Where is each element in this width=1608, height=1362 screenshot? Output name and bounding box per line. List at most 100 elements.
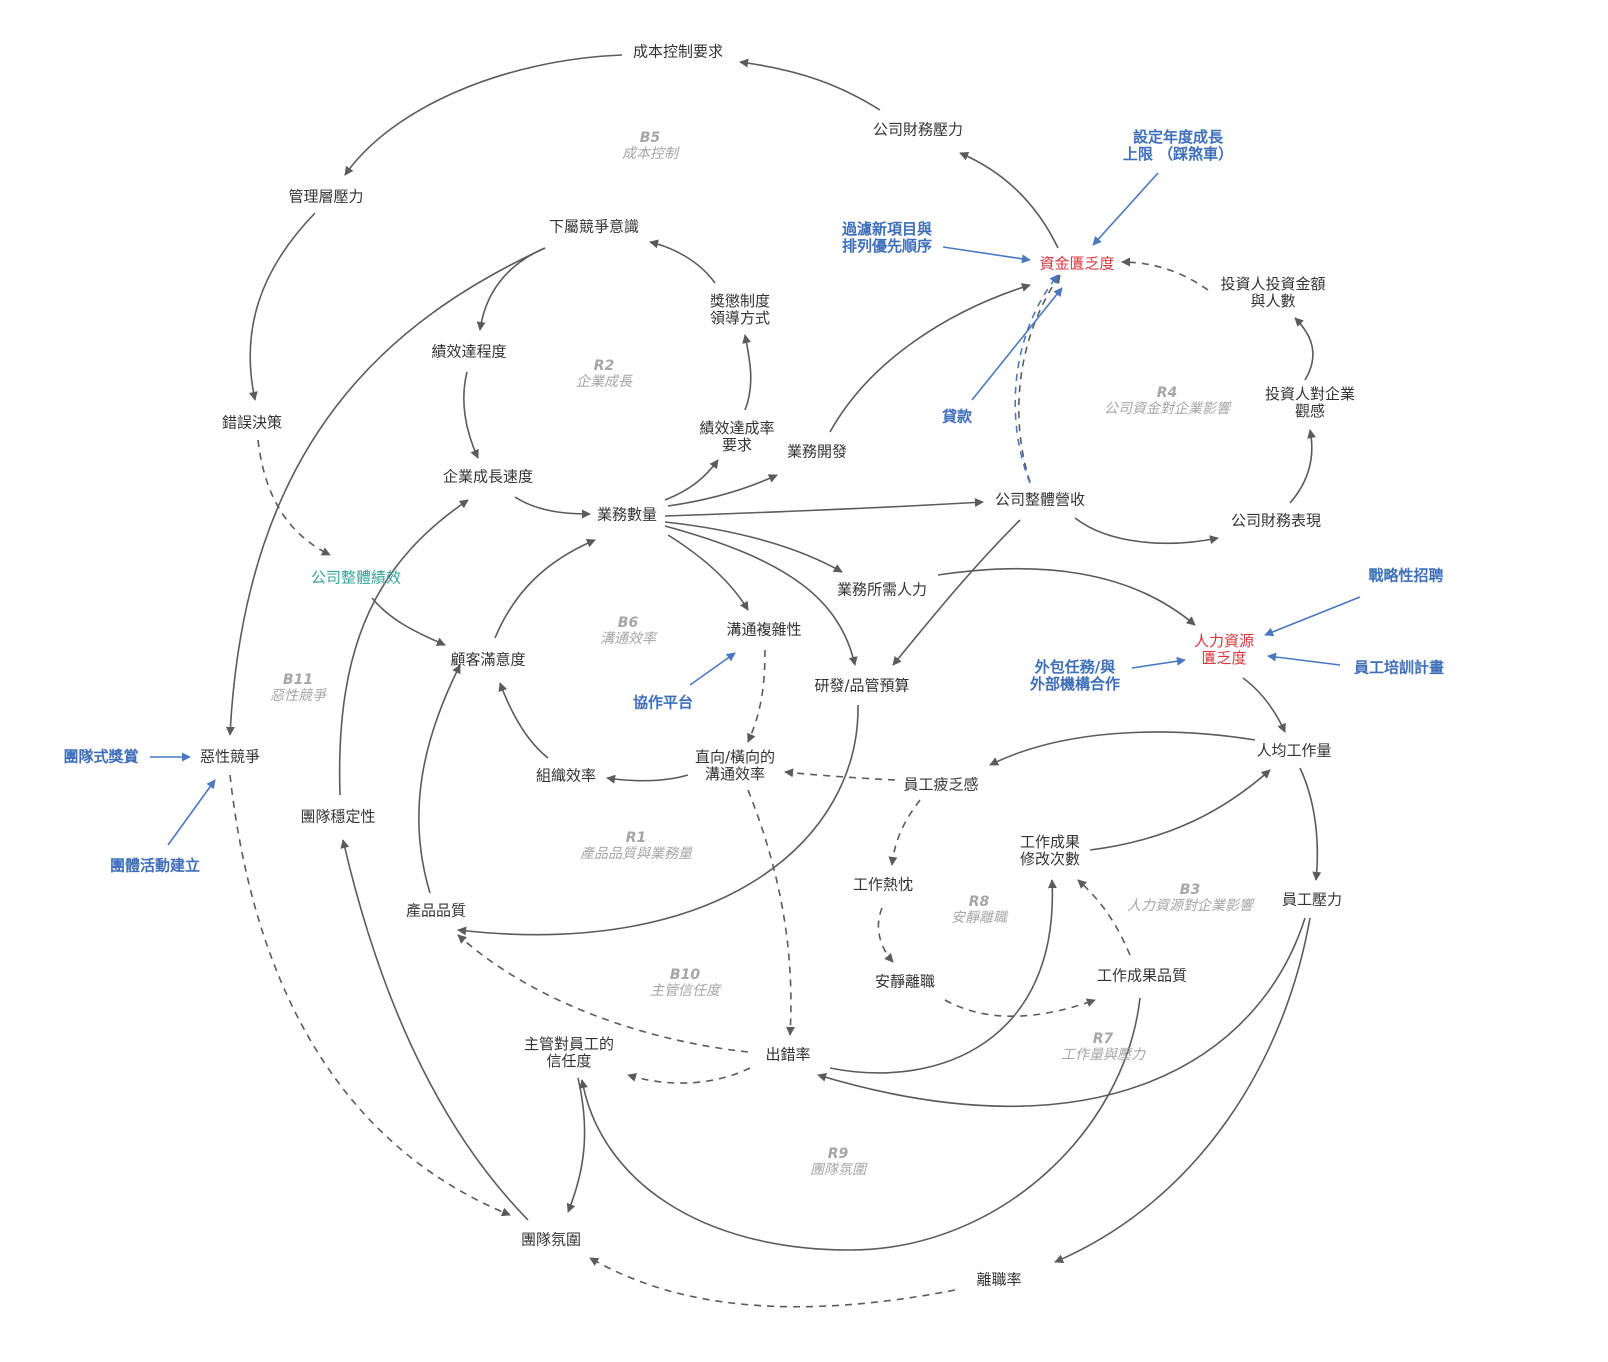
node-company-revenue: 公司整體營收 — [994, 490, 1086, 509]
node-business-development: 業務開發 — [786, 442, 848, 461]
link-volume-to-business-dev — [667, 474, 778, 507]
intervention-team-reward: 團隊式獎賞 — [63, 747, 139, 766]
intervention-loan: 貸款 — [941, 407, 973, 426]
link-stress-to-error-rate — [817, 917, 1306, 1108]
link-kpi-to-reward — [742, 334, 752, 411]
link-comm-efficiency-to-error-rate — [747, 789, 795, 1036]
node-product-quality: 產品品質 — [405, 901, 467, 920]
link-filter-projects-to-capital-shortage — [942, 246, 1031, 264]
intervention-strategic-hiring: 戰略性招聘 — [1368, 566, 1444, 585]
link-trust-to-team-atmosphere — [566, 1077, 586, 1213]
node-communication-complexity: 溝通複雜性 — [726, 620, 802, 639]
node-manager-trust: 主管對員工的信任度 — [523, 1035, 615, 1070]
link-collab-platform-to-comm-complexity — [689, 652, 736, 686]
link-stress-to-turnover — [1054, 917, 1311, 1263]
link-manpower-to-hr-shortage — [937, 567, 1196, 626]
node-employee-stress: 員工壓力 — [1281, 890, 1343, 909]
link-volume-to-comm-complexity — [667, 534, 749, 611]
link-revenue-to-capital-shortage-blue — [1014, 274, 1059, 484]
node-per-capita-workload: 人均工作量 — [1256, 741, 1332, 760]
link-volume-to-revenue — [664, 497, 984, 517]
node-reward-leadership: 獎懲制度領導方式 — [709, 292, 771, 327]
link-business-dev-to-capital-shortage — [829, 283, 1031, 433]
link-product-quality-to-satisfaction — [418, 664, 461, 894]
node-team-stability: 團隊穩定性 — [300, 807, 376, 826]
node-capital-shortage: 資金匱乏度 — [1039, 254, 1115, 273]
link-loan-to-capital-shortage — [971, 287, 1063, 401]
node-team-atmosphere: 團隊氛圍 — [520, 1230, 582, 1249]
link-workload-to-stress — [1299, 767, 1322, 881]
link-rework-to-workload — [1089, 769, 1271, 851]
link-training-to-hr-shortage — [1267, 652, 1341, 666]
link-volume-to-kpi — [664, 459, 719, 501]
node-customer-satisfaction: 顧客滿意度 — [450, 650, 526, 669]
link-revenue-to-financial-performance — [1074, 517, 1219, 545]
link-capital-shortage-to-financial-pressure — [959, 152, 1059, 249]
node-quiet-quitting: 安靜離職 — [874, 972, 936, 991]
link-volume-to-manpower — [664, 521, 843, 573]
intervention-filter-projects: 過濾新項目與排列優先順序 — [841, 220, 933, 255]
link-revenue-to-capital-shortage — [1018, 274, 1061, 483]
node-subordinate-competition: 下屬競爭意識 — [548, 217, 640, 236]
link-team-stability-to-growth — [338, 499, 469, 796]
link-financial-performance-to-investor-view — [1289, 429, 1316, 504]
link-fatigue-to-comm-efficiency — [784, 768, 896, 781]
link-reward-to-competition — [649, 239, 716, 284]
link-wrong-decisions-to-company-performance — [257, 439, 331, 556]
link-strategic-hiring-to-hr-shortage — [1264, 596, 1361, 637]
link-org-efficiency-to-satisfaction — [498, 682, 549, 759]
link-error-rate-to-rework — [829, 879, 1057, 1074]
intervention-outsourcing: 外包任務/與外部機構合作 — [1029, 658, 1121, 693]
link-revenue-to-rd-budget — [892, 519, 1021, 666]
node-performance-achievement: 績效達程度 — [431, 342, 507, 361]
node-cost-control-requirement: 成本控制要求 — [632, 42, 724, 61]
node-hr-shortage: 人力資源匱乏度 — [1193, 632, 1255, 667]
link-quiet-quitting-to-work-quality — [944, 998, 1096, 1018]
link-outsourcing-to-hr-shortage — [1131, 656, 1186, 669]
link-work-quality-to-trust — [579, 997, 1141, 1251]
link-vicious-to-team-atmosphere — [229, 774, 511, 1217]
node-investor-view: 投資人對企業觀感 — [1264, 385, 1356, 420]
link-performance-to-growth — [463, 371, 479, 459]
link-comm-complexity-to-comm-efficiency — [747, 649, 766, 743]
link-work-quality-to-rework — [1077, 879, 1131, 956]
intervention-collab-platform: 協作平台 — [632, 693, 694, 712]
node-employee-fatigue: 員工疲乏感 — [903, 775, 979, 794]
link-comm-efficiency-to-org-efficiency — [606, 774, 689, 784]
node-financial-performance: 公司財務表現 — [1230, 511, 1322, 530]
link-investor-view-to-investor-amount — [1294, 317, 1314, 381]
link-competition-to-performance — [476, 247, 546, 331]
node-growth-speed: 企業成長速度 — [442, 467, 534, 486]
node-error-rate: 出錯率 — [765, 1045, 811, 1064]
link-workload-to-fatigue — [989, 731, 1256, 766]
node-work-burnout: 工作熱忱 — [852, 875, 914, 894]
link-team-building-to-vicious — [167, 779, 216, 846]
node-management-pressure: 管理層壓力 — [288, 187, 364, 206]
link-fatigue-to-burnout — [888, 799, 921, 866]
node-work-quality: 工作成果品質 — [1096, 966, 1188, 985]
node-org-efficiency: 組織效率 — [535, 766, 597, 785]
link-investor-amount-to-capital-shortage — [1121, 257, 1209, 291]
node-company-financial-pressure: 公司財務壓力 — [872, 120, 964, 139]
link-hr-shortage-to-workload — [1242, 677, 1286, 733]
link-error-rate-to-trust — [627, 1067, 751, 1084]
intervention-team-building: 團體活動建立 — [109, 856, 201, 875]
link-error-rate-to-product-quality — [457, 934, 749, 1053]
link-rd-budget-to-product-quality — [457, 704, 859, 936]
intervention-growth-cap: 設定年度成長上限 （踩煞車） — [1122, 128, 1234, 163]
node-comm-efficiency: 直向/橫向的溝通效率 — [694, 748, 776, 783]
link-turnover-to-team-atmosphere — [589, 1257, 956, 1308]
link-team-atmosphere-to-team-stability — [340, 839, 529, 1221]
node-company-performance: 公司整體績效 — [310, 568, 402, 587]
link-financial-pressure-to-cost-control — [739, 58, 881, 111]
